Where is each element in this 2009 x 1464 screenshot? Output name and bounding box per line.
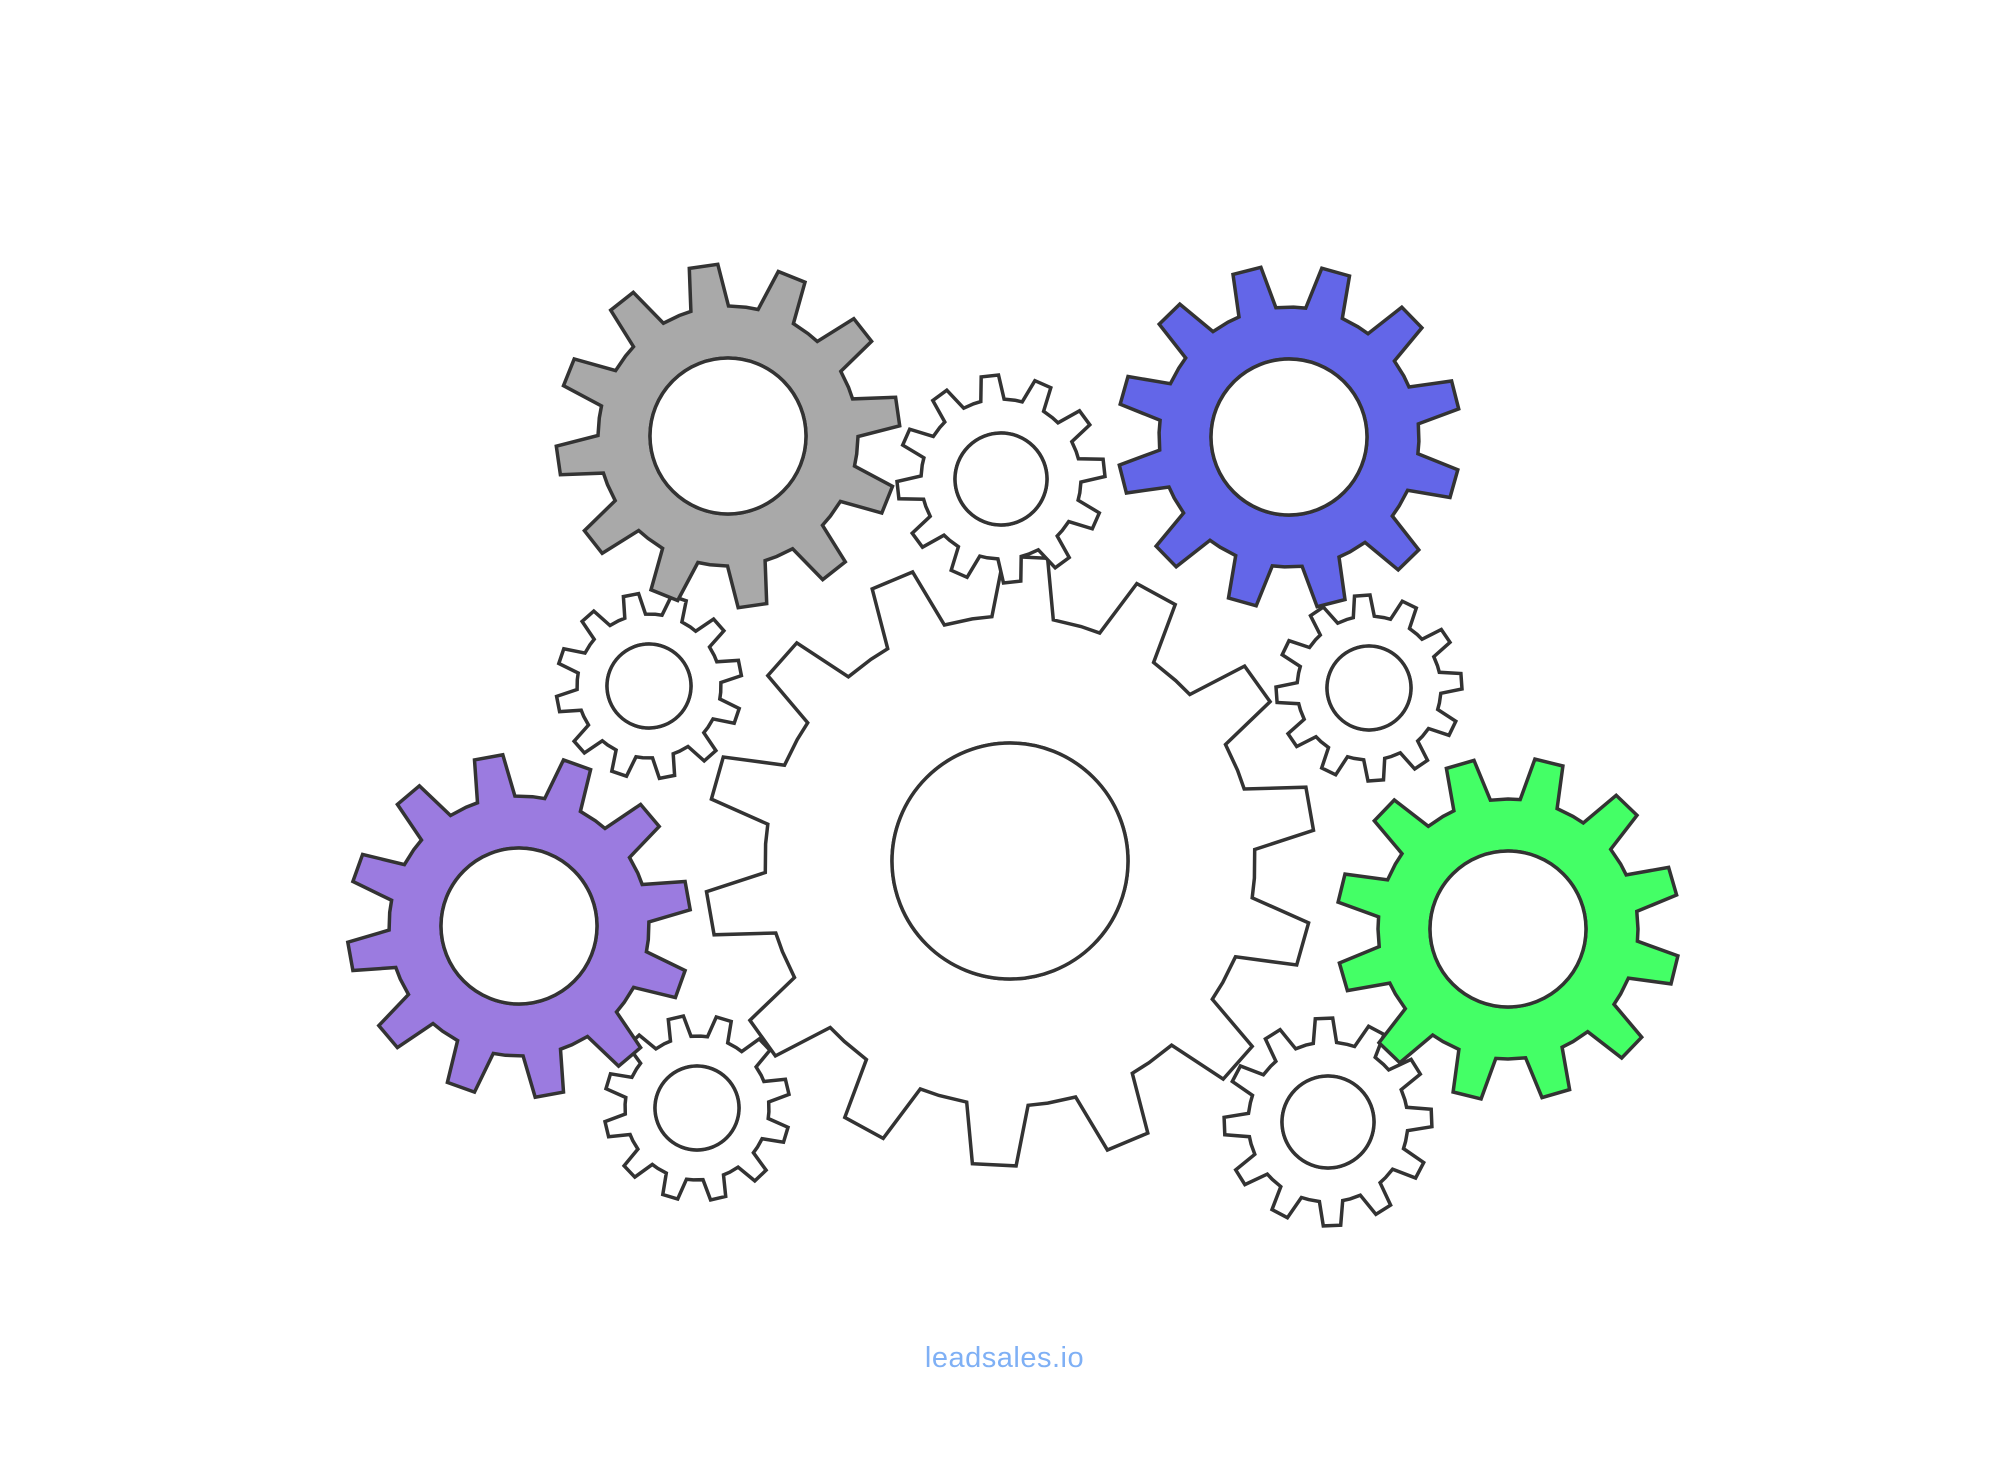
gear-small-lower-right <box>1222 1016 1434 1228</box>
gear-small-lower-left <box>602 1013 792 1203</box>
footer-link[interactable]: leadsales.io <box>924 1342 1085 1374</box>
gear-small-upper-left-hole <box>605 642 693 730</box>
gear-center-large <box>704 554 1316 1168</box>
gear-purple-hole <box>439 846 599 1006</box>
gear-small-upper-right <box>1274 593 1464 783</box>
gear-small-upper-right-hole <box>1325 644 1413 732</box>
gear-small-top-hole <box>953 431 1049 527</box>
gear-purple <box>345 752 693 1100</box>
gear-blue <box>1117 265 1461 609</box>
gear-center-large-hole <box>890 741 1130 981</box>
gear-small-upper-left <box>554 591 744 781</box>
gear-green-hole <box>1428 849 1588 1009</box>
gear-green <box>1336 757 1680 1101</box>
gear-gray <box>554 262 902 610</box>
gear-small-lower-right-hole <box>1280 1074 1376 1170</box>
gear-small-lower-left-hole <box>653 1064 741 1152</box>
gear-small-top <box>895 373 1107 585</box>
gear-blue-hole <box>1209 357 1369 517</box>
gear-gray-hole <box>648 356 808 516</box>
